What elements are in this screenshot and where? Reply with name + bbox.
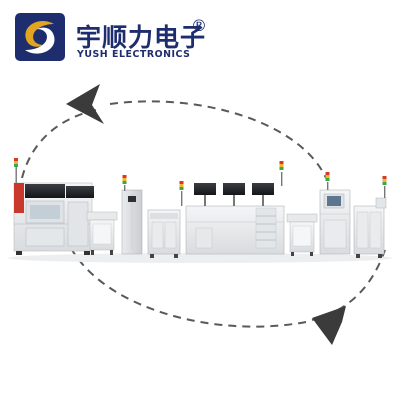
- flow-arrow-head-icon: [312, 306, 346, 345]
- brand-name-chinese: 宇顺力电子: [76, 23, 207, 52]
- inspection-workstation: [179, 161, 285, 255]
- brand-name-english: YUSH ELECTRONICS: [77, 49, 191, 60]
- monitor-icon: [223, 183, 245, 206]
- signal-tower-light: [122, 175, 127, 191]
- signal-tower-light: [325, 172, 330, 190]
- conveyor-station: [286, 213, 318, 256]
- signal-tower-light: [279, 161, 284, 186]
- signal-tower-light: [382, 176, 387, 198]
- circular-flow-arrows-icon: [21, 84, 386, 345]
- utility-cabinet: [147, 209, 181, 258]
- signal-tower-light: [14, 158, 18, 183]
- utility-cabinet: [353, 176, 387, 258]
- pcb-router-machine: [13, 158, 94, 255]
- monitor-icon: [194, 183, 216, 206]
- control-cabinet: [121, 175, 143, 255]
- yush-swirl-logo-icon: [15, 13, 65, 61]
- flow-arrow-head-icon: [66, 84, 104, 124]
- header: 宇顺力电子 ® YUSH ELECTRONICS: [14, 12, 314, 62]
- monitor-icon: [252, 183, 274, 206]
- depaneling-machine: [319, 172, 351, 255]
- signal-tower-light: [179, 181, 184, 206]
- conveyor-station: [86, 211, 118, 255]
- registered-mark: ®: [191, 16, 207, 35]
